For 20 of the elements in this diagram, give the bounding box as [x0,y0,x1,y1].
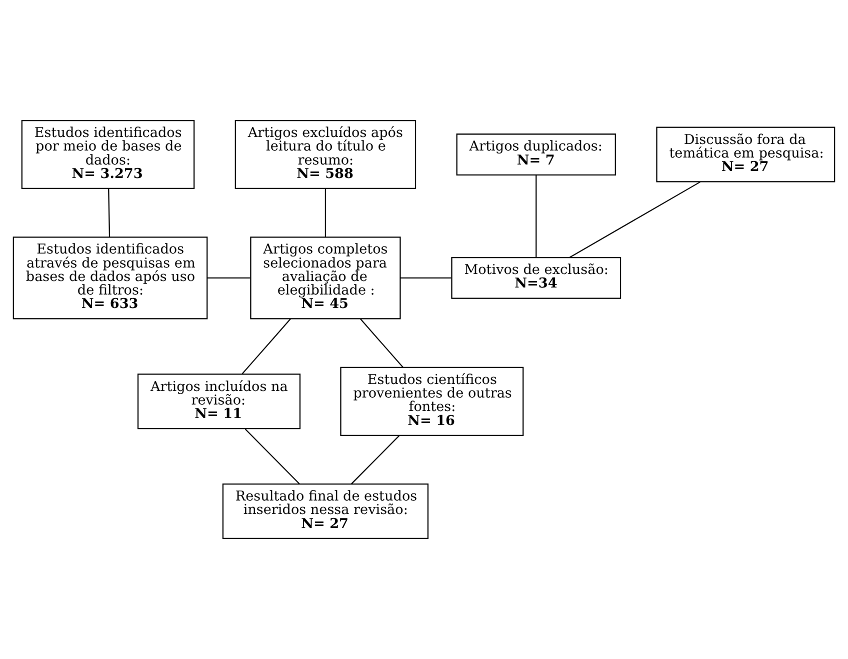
node-box: Artigos completos selecionados para avaliação de elegibilidade : N= 45 [250,236,401,320]
connector [324,188,326,237]
node-box: Estudos científicos provenientes de outras fontes: N= 16 [340,366,524,436]
node-box: Motivos de exclusão: N=34 [451,257,622,299]
node-box: Artigos incluídos na revisão: N= 11 [137,374,301,430]
connector [360,318,404,368]
connector [108,188,110,237]
connector [207,277,250,279]
connector [536,175,537,258]
node-box: Estudos identificados através de pesquisas em bases de dados após uso de filtros: N= 633 [12,236,208,320]
connector [400,277,452,279]
node-box: Artigos duplicados: N= 7 [456,134,616,176]
node-box: Artigos excluídos após leitura do título e resumo: N= 588 [234,120,416,190]
connector [569,181,700,258]
node-box: Discussão fora da temática em pesquisa: N= 27 [656,126,836,182]
node-box: Estudos identificados por meio de bases de dados: N= 3.273 [21,120,195,190]
connector [350,435,400,484]
connector [242,318,292,374]
connector [244,428,300,484]
node-box: Resultado final de estudos inseridos nessa revisão: N= 27 [222,484,429,540]
